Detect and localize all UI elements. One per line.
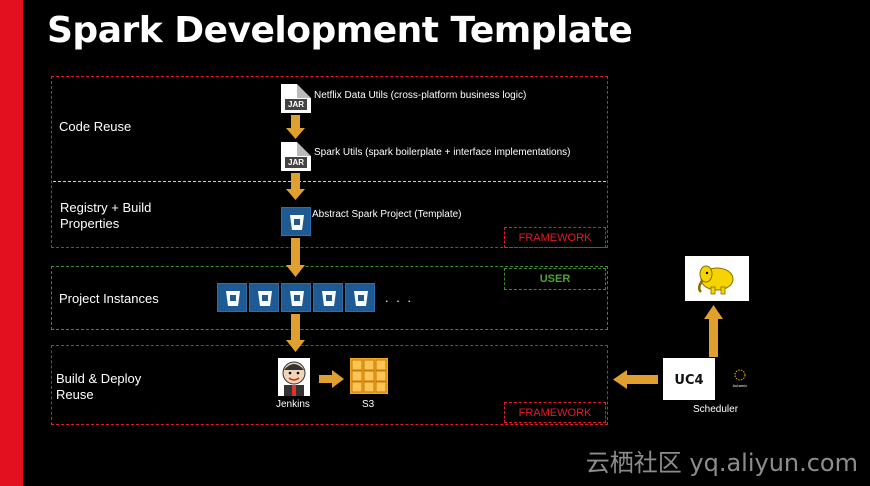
registry-line-2: Properties (60, 216, 120, 231)
abstract-spark-project-label: Abstract Spark Project (Template) (312, 209, 462, 220)
automic-logo-icon: Automic (728, 366, 752, 395)
section-divider (53, 181, 606, 182)
jar-file-icon: JAR (281, 84, 311, 113)
hadoop-elephant-icon (685, 256, 749, 306)
automic-label: Automic (733, 384, 748, 388)
jar-badge: JAR (285, 157, 308, 168)
section-label-project-instances: Project Instances (59, 291, 159, 306)
page-title: Spark Development Template (47, 10, 633, 51)
bucket-icon (281, 207, 311, 236)
framework-box-top (51, 76, 608, 248)
more-instances-ellipsis: . . . (385, 290, 414, 305)
arrow-up-icon (704, 305, 723, 357)
bucket-icon (313, 283, 343, 312)
jenkins-icon (278, 358, 310, 401)
arrow-left-icon (613, 370, 658, 389)
s3-label: S3 (362, 399, 375, 410)
registry-line-1: Registry + Build (60, 200, 152, 215)
jenkins-label: Jenkins (276, 399, 310, 410)
uc4-logo-text: UC4 (674, 373, 703, 388)
jar-badge: JAR (285, 99, 308, 110)
bucket-icon (345, 283, 375, 312)
build-line-2: Reuse (56, 387, 94, 402)
s3-icon (350, 358, 388, 399)
user-tag: USER (504, 268, 606, 290)
section-label-registry: Registry + Build Properties (60, 200, 151, 232)
section-label-build-deploy: Build & Deploy Reuse (56, 371, 141, 403)
bucket-icon (217, 283, 247, 312)
netflix-data-utils-label: Netflix Data Utils (cross-platform busin… (314, 90, 527, 101)
user-box (51, 266, 608, 330)
framework-box-bottom (51, 345, 608, 425)
watermark: 云栖社区 yq.aliyun.com (585, 449, 858, 477)
framework-tag-bottom: FRAMEWORK (504, 402, 606, 423)
bucket-icon (281, 283, 311, 312)
build-line-1: Build & Deploy (56, 371, 142, 386)
scheduler-label: Scheduler (693, 404, 739, 415)
uc4-logo-icon: UC4 (663, 358, 715, 405)
accent-bar (0, 0, 23, 486)
spark-utils-label: Spark Utils (spark boilerplate + interfa… (314, 147, 571, 158)
bucket-icon (249, 283, 279, 312)
framework-tag-top: FRAMEWORK (504, 227, 606, 248)
jar-file-icon: JAR (281, 142, 311, 171)
section-label-code-reuse: Code Reuse (59, 119, 132, 134)
